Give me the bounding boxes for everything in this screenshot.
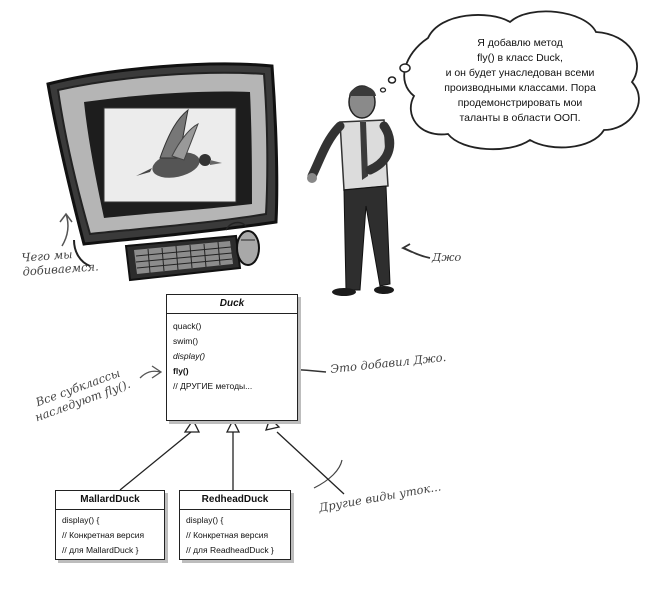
bubble-line: производными классами. Пора	[444, 82, 596, 94]
mallard-method: display() {	[62, 515, 100, 525]
mallard-method: // для MallardDuck }	[62, 545, 139, 555]
redhead-duck-class-box: RedheadDuck display() { // Конкретная ве…	[179, 490, 291, 560]
duck-class-methods: quack() swim() display() fly() // ДРУГИЕ…	[167, 314, 297, 400]
bubble-line: продемонстрировать мои	[457, 97, 583, 109]
goal-pointer-arrow	[59, 212, 73, 247]
bubble-line: таланты в области ООП.	[459, 112, 581, 124]
joe-pointer-arrow	[401, 243, 431, 259]
thought-bubble	[379, 10, 640, 151]
mouse-illustration	[225, 221, 260, 266]
duck-method: // ДРУГИЕ методы...	[173, 381, 253, 391]
joe-label: Джо	[432, 250, 462, 264]
inheritance-arrows	[119, 416, 345, 495]
joe-illustration	[307, 85, 395, 296]
duck-method: display()	[173, 351, 206, 361]
mallard-duck-class-box: MallardDuck display() { // Конкретная ве…	[55, 490, 165, 560]
bubble-line: Я добавлю метод	[477, 37, 563, 49]
redhead-duck-class-methods: display() { // Конкретная версия // для …	[180, 510, 290, 564]
keyboard-illustration	[124, 234, 242, 282]
duck-class-name: Duck	[167, 295, 297, 314]
other-ducks-pointer-arrow	[313, 459, 343, 489]
duck-method-fly: fly()	[173, 366, 189, 376]
subclasses-pointer-arrow	[139, 365, 163, 379]
goal-annotation: Чего мы добиваемся.	[21, 245, 99, 278]
flying-duck-image	[136, 108, 222, 178]
redhead-method: // Конкретная версия	[186, 530, 269, 540]
mallard-duck-class-name: MallardDuck	[56, 491, 164, 510]
redhead-duck-class-name: RedheadDuck	[180, 491, 290, 510]
duck-method: swim()	[173, 336, 199, 346]
bubble-line: и он будет унаследован всеми	[445, 67, 595, 79]
mallard-duck-class-methods: display() { // Конкретная версия // для …	[56, 510, 164, 564]
redhead-method: // для ReadheadDuck }	[186, 545, 274, 555]
redhead-method: display() {	[186, 515, 224, 525]
duck-class-box: Duck quack() swim() display() fly() // Д…	[166, 294, 298, 421]
mallard-method: // Конкретная версия	[62, 530, 145, 540]
thought-bubble-text: Я добавлю метод fly() в класс Duck, и он…	[428, 36, 612, 126]
duck-method: quack()	[173, 321, 202, 331]
bubble-line: fly() в класс Duck,	[477, 52, 563, 64]
